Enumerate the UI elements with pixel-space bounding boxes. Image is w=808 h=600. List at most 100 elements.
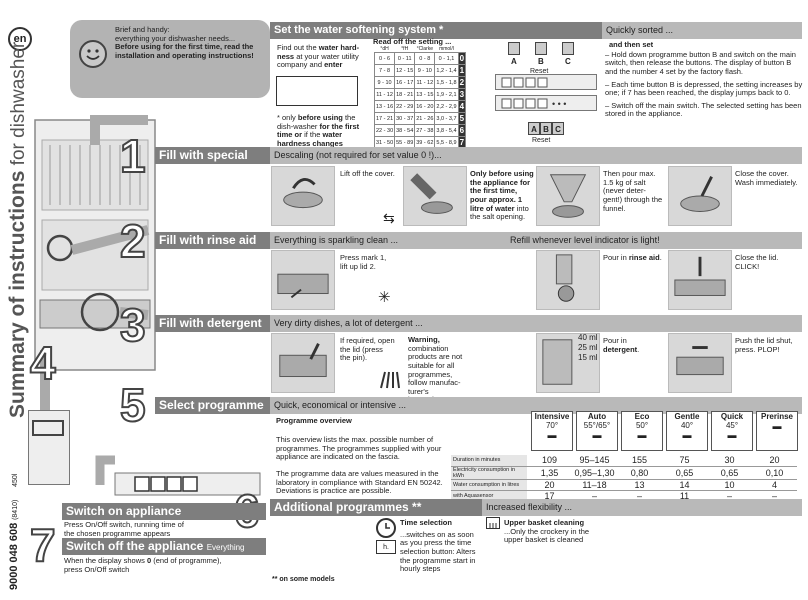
time-button-icon: h. bbox=[376, 540, 396, 554]
note-1: * only bbox=[277, 113, 298, 122]
switch-off-title: Switch off the appliance bbox=[66, 539, 204, 553]
button-a-top[interactable] bbox=[508, 42, 520, 55]
programme-row-label: Duration in minutes bbox=[451, 455, 527, 467]
programme-value: 13 bbox=[617, 479, 662, 491]
hardness-head-cell: mmol/l bbox=[439, 46, 454, 52]
salt-water-illustration bbox=[403, 166, 467, 226]
programme-value: 155 bbox=[617, 455, 662, 467]
dish-icon: ▬ bbox=[547, 430, 557, 440]
sparkle-icon: ✳ bbox=[378, 289, 391, 306]
intro-bold: Before using for the first time, read th… bbox=[115, 42, 254, 60]
hardness-cell: 17 - 21 bbox=[373, 112, 396, 125]
water-step-1: – Hold down programme button B and switc… bbox=[605, 49, 796, 76]
salt-text-4: Close the cover. Wash immediately. bbox=[735, 169, 798, 187]
button-b[interactable]: B bbox=[540, 122, 552, 135]
water-title: Set the water softening system * bbox=[274, 24, 444, 36]
hardness-entry-box[interactable] bbox=[276, 76, 358, 106]
hardness-cell: 38 - 54 bbox=[394, 124, 416, 137]
programme-value: 75 bbox=[662, 455, 707, 467]
hardness-head-cell: °dH bbox=[380, 46, 389, 52]
programme-value: 10 bbox=[707, 479, 752, 491]
salt-close-illustration bbox=[668, 166, 732, 226]
svg-text:• • •: • • • bbox=[552, 99, 566, 109]
detergent-open-illustration bbox=[271, 333, 335, 393]
hardness-cell: 27 - 38 bbox=[414, 124, 436, 137]
programme-overview-title: Programme overview bbox=[276, 416, 352, 425]
detergent-sub: Very dirty dishes, a lot of detergent ..… bbox=[274, 318, 423, 328]
rinse-close-illustration bbox=[668, 250, 732, 310]
programme-temp: 45° bbox=[725, 421, 739, 430]
switch-off-text: When the display shows 0 (end of program… bbox=[64, 556, 224, 574]
salt-text-2: Only before using the appliance for the … bbox=[470, 169, 534, 222]
rinse-text-2: Pour in rinse aid. bbox=[603, 253, 663, 263]
programme-name: Quick bbox=[720, 412, 744, 421]
hardness-cell: 3,0 - 3,7 bbox=[434, 112, 459, 125]
additional-sub-bar: Increased flexibility ... bbox=[482, 499, 802, 516]
additional-sub: Increased flexibility ... bbox=[486, 502, 573, 512]
dish-icon: ▬ bbox=[592, 430, 602, 440]
hardness-setting-cell: 5 bbox=[457, 112, 467, 125]
hardness-cell: 16 - 20 bbox=[414, 100, 436, 113]
detergent-text-2-bold: detergent bbox=[603, 344, 638, 354]
hardness-cell: 7 - 8 bbox=[373, 64, 396, 77]
hardness-cell: 30 - 37 bbox=[394, 112, 416, 125]
programme-header: Prerinse▬ bbox=[756, 411, 798, 451]
dish-icon: ▬ bbox=[682, 430, 692, 440]
rinse-text-2-a: Pour in bbox=[603, 253, 629, 262]
find-out-bold: water hard-ness bbox=[277, 43, 360, 61]
programme-value: 4 bbox=[752, 479, 797, 491]
button-b-top[interactable] bbox=[535, 42, 547, 55]
button-c-top[interactable] bbox=[562, 42, 574, 55]
quick-sorted-bar: Quickly sorted ... bbox=[602, 22, 802, 39]
detergent-text-2: Pour in detergent. bbox=[603, 336, 663, 354]
detergent-title-left: Fill with detergent bbox=[159, 316, 262, 330]
programme-value: 0,95–1,30 bbox=[572, 466, 617, 480]
salt-bar-left: Fill with special salt bbox=[155, 147, 270, 179]
hardness-cell: 11 - 12 bbox=[373, 88, 396, 101]
time-selection-title: Time selection bbox=[400, 518, 452, 527]
hardness-setting-cell: 3 bbox=[457, 88, 467, 101]
programme-value: 95–145 bbox=[572, 455, 617, 467]
smiley-icon bbox=[79, 40, 107, 68]
salt-text-1: Lift off the cover. bbox=[340, 169, 395, 178]
language-badge: en bbox=[8, 27, 32, 51]
intro-line2: everything your dishwasher needs... bbox=[115, 33, 236, 43]
hardness-cell: 12 - 15 bbox=[394, 64, 416, 77]
part-number-main: 9000 048 608 bbox=[8, 522, 20, 590]
programme-value: 0,80 bbox=[617, 466, 662, 480]
hardness-head-cell: °Clarke bbox=[416, 46, 434, 52]
button-label-c: C bbox=[565, 57, 571, 66]
water-find-out: Find out the water hard-ness at your wat… bbox=[277, 43, 365, 70]
programme-temp: 70° bbox=[545, 421, 559, 430]
button-label-b: B bbox=[538, 57, 544, 66]
upper-basket-title: Upper basket cleaning bbox=[504, 518, 585, 527]
hardness-cell: 1,5 - 1,8 bbox=[434, 76, 459, 89]
programme-value: 14 bbox=[662, 479, 707, 491]
switch-off-title-small: Everything O.K... bbox=[66, 543, 245, 570]
hardness-cell: 18 - 21 bbox=[394, 88, 416, 101]
button-c[interactable]: C bbox=[552, 122, 564, 135]
hardness-cell: 0 - 1,1 bbox=[434, 52, 459, 65]
rinse-sub: Everything is sparkling clean ... bbox=[274, 235, 399, 245]
read-off-label: Read off the setting ... bbox=[373, 37, 452, 46]
programme-sub: Quick, economical or intensive ... bbox=[274, 400, 407, 410]
button-a[interactable]: A bbox=[528, 122, 540, 135]
rinse-bar-left: Fill with rinse aid bbox=[155, 232, 270, 249]
intro-line1: Brief and handy: bbox=[115, 25, 170, 34]
dish-icon: ▬ bbox=[772, 421, 782, 431]
upper-basket-text: ...Only the crockery in the upper basket… bbox=[504, 526, 590, 545]
hardness-cell: 13 - 15 bbox=[414, 88, 436, 101]
programme-value: 30 bbox=[707, 455, 752, 467]
hardness-cell: 0 - 11 bbox=[394, 52, 416, 65]
side-title: Summary of instructions for dishwasher bbox=[6, 42, 30, 418]
additional-title: Additional programmes ** bbox=[274, 500, 422, 514]
